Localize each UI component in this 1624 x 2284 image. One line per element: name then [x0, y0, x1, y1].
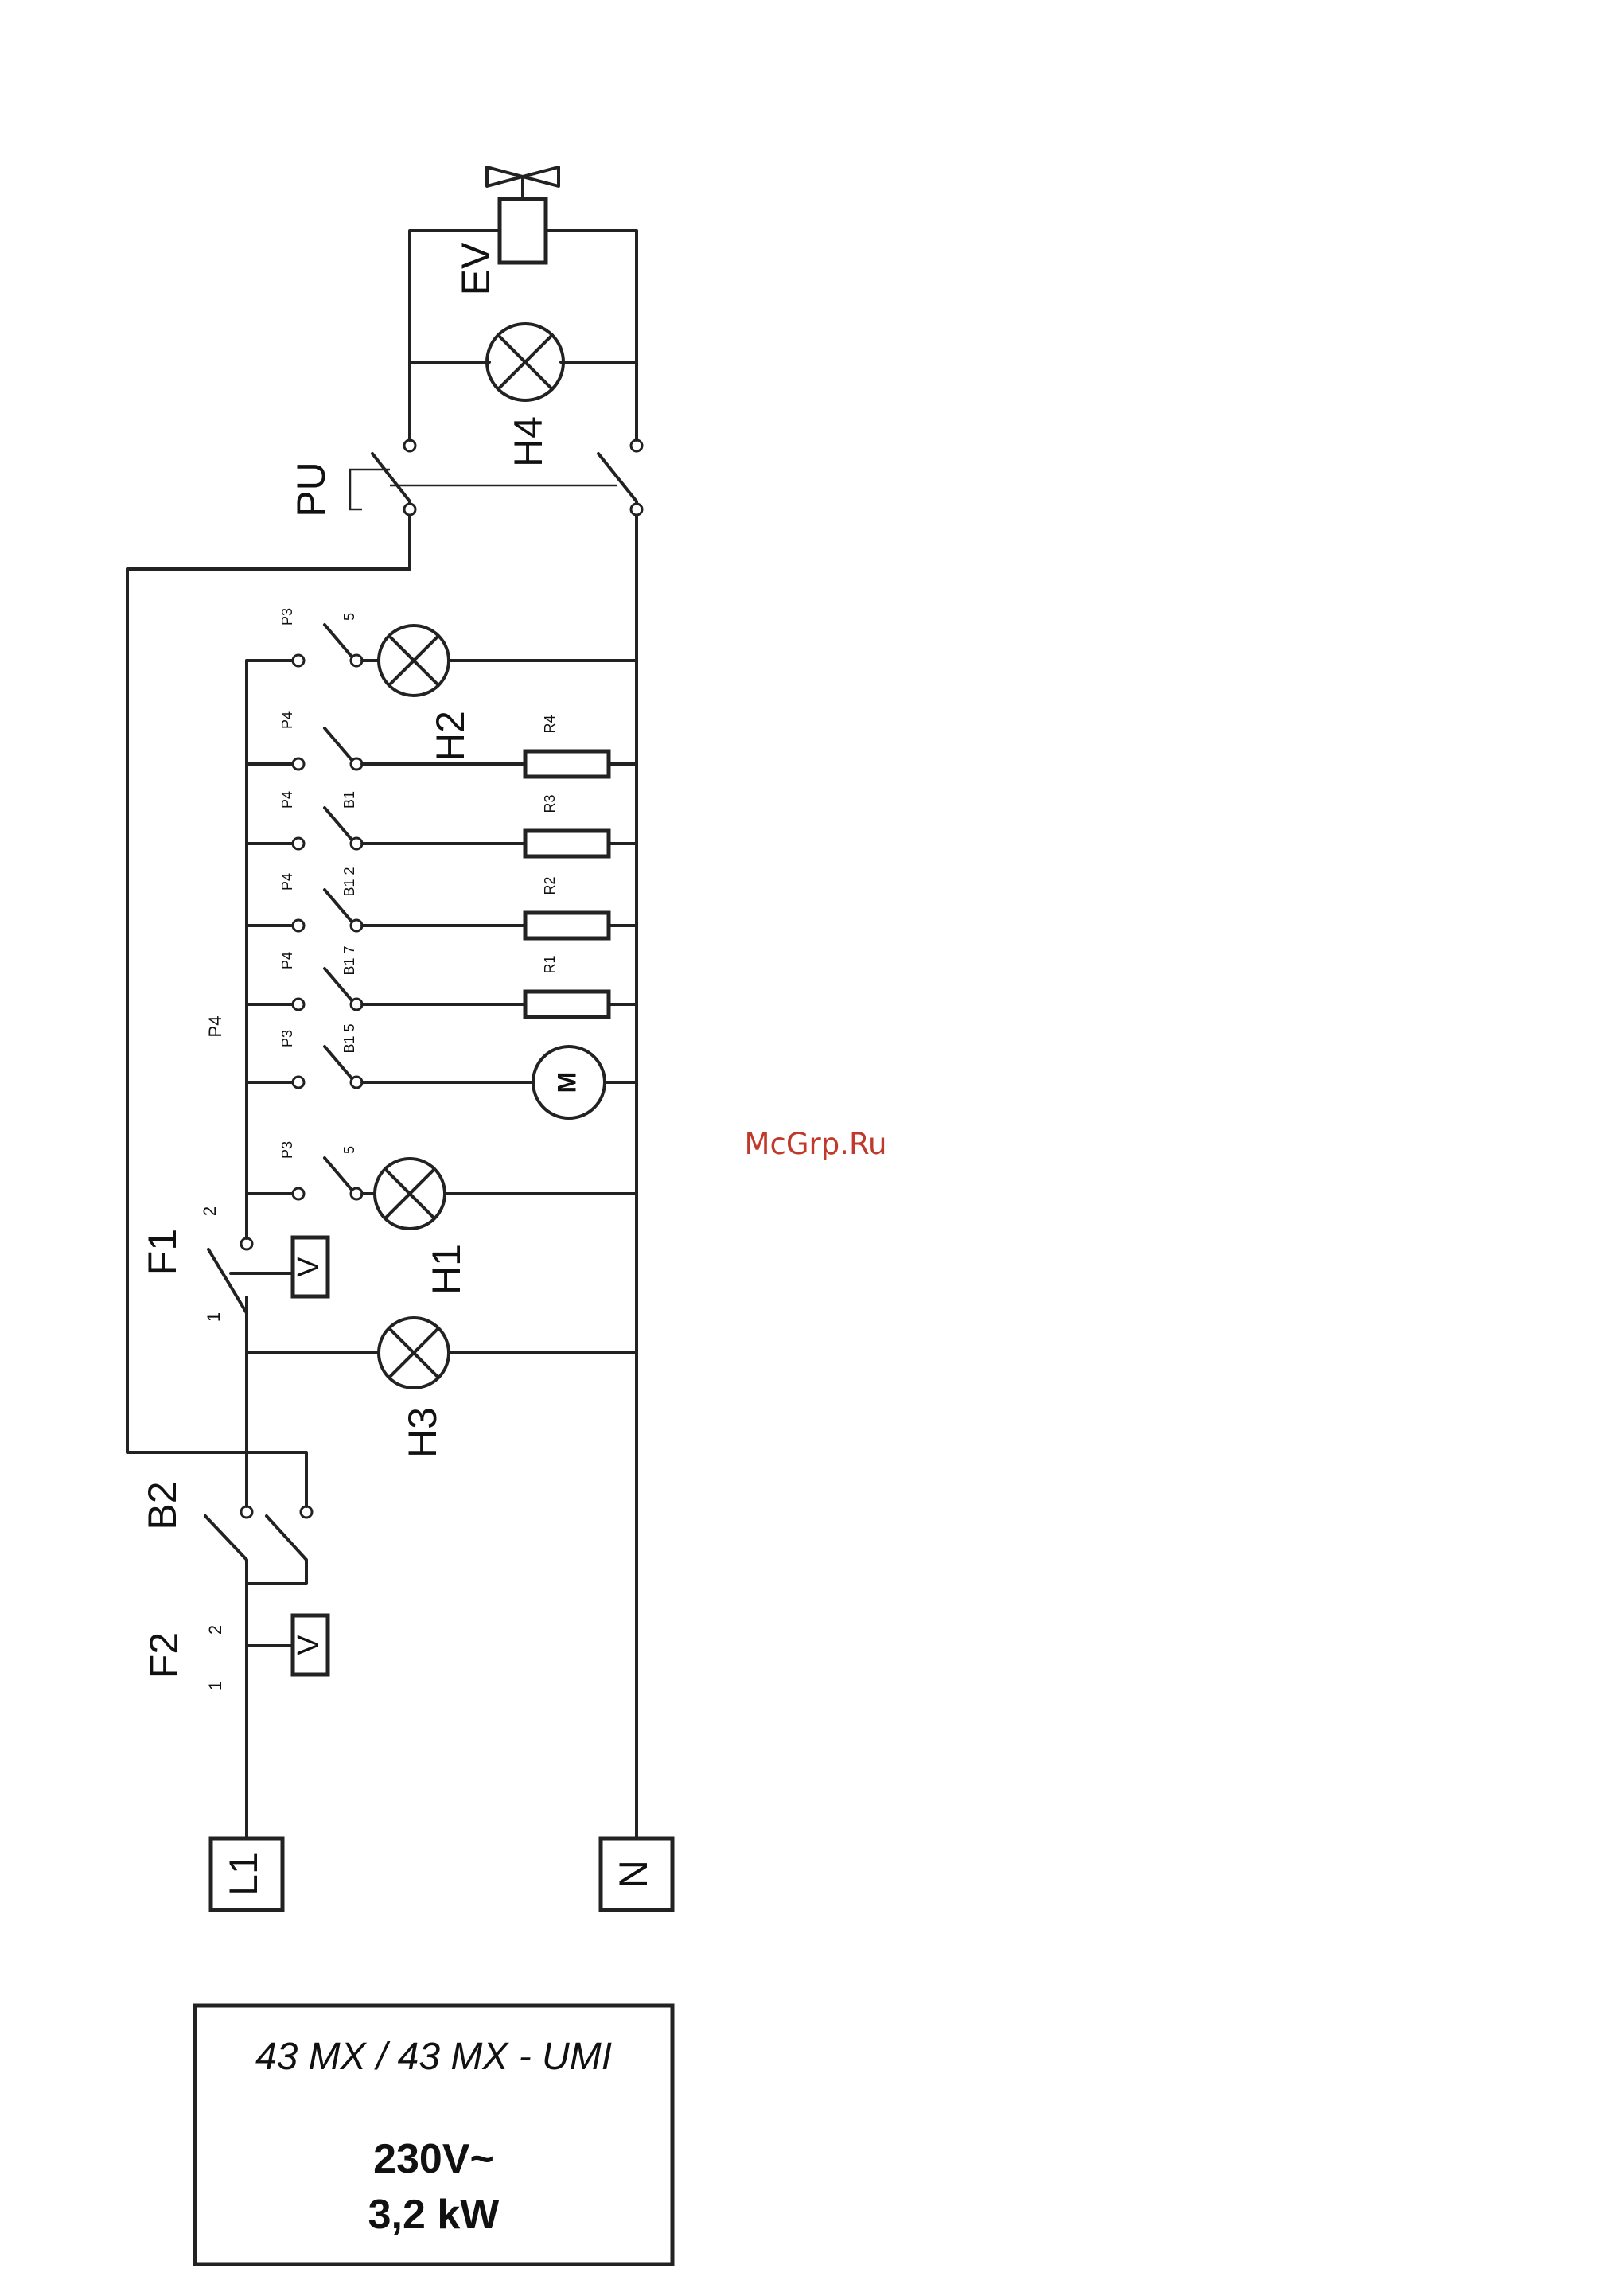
relay-contact-2	[325, 728, 352, 760]
h3-lamp-icon	[379, 1318, 449, 1388]
r3-resistor-icon	[525, 831, 609, 856]
contact-terminal	[293, 758, 304, 770]
ev-label: EV	[454, 242, 498, 295]
f1-terminal	[241, 1238, 252, 1249]
b2-pole2	[247, 1516, 306, 1584]
h4-label: H4	[506, 416, 551, 467]
pu-terminal	[631, 504, 642, 515]
f2-coil-label: V	[292, 1635, 325, 1655]
relay-label: P4	[279, 791, 295, 809]
contact-terminal	[351, 655, 362, 666]
pu-label: PU	[289, 462, 333, 516]
contact-terminal	[351, 838, 362, 849]
r4-resistor-icon	[525, 751, 609, 777]
contact-terminal	[293, 920, 304, 931]
relay-label: P3	[279, 1030, 295, 1047]
h2-label: H2	[428, 711, 473, 762]
contact-label: B1 7	[341, 945, 357, 975]
relay-label: P3	[279, 1141, 295, 1159]
f2-pin2: 2	[205, 1625, 225, 1635]
pu-terminal	[631, 440, 642, 451]
contact-label: 5	[341, 1146, 357, 1154]
f2-pin1: 1	[205, 1681, 225, 1690]
contact-terminal	[293, 1077, 304, 1088]
f1-pin2: 2	[200, 1206, 220, 1216]
contact-terminal	[351, 999, 362, 1010]
resistor-label: R1	[542, 955, 558, 973]
resistor-label: R3	[542, 794, 558, 813]
motor-label: M	[552, 1072, 581, 1093]
f1-label: F1	[140, 1229, 185, 1275]
b2-terminal	[301, 1506, 312, 1518]
contact-label: 5	[341, 613, 357, 621]
relay-label: P4	[279, 873, 295, 891]
contact-label: B1	[341, 791, 357, 809]
contact-terminal	[351, 758, 362, 770]
f1-pin1: 1	[204, 1312, 224, 1322]
relay-contact-7	[325, 1158, 352, 1190]
relay-label: P4	[279, 711, 295, 729]
r1-resistor-icon	[525, 992, 609, 1017]
pu-contact-2	[598, 454, 637, 509]
pu-contact-1	[372, 454, 410, 509]
p4-side-label: P4	[205, 1016, 225, 1038]
h4-lamp-icon	[487, 324, 563, 400]
f1-switch	[208, 1249, 247, 1313]
voltage-rating: 230V~	[373, 2136, 494, 2182]
contact-terminal	[293, 655, 304, 666]
pu-terminal	[404, 504, 415, 515]
pu-supply-wire	[127, 509, 410, 1506]
contact-terminal	[293, 1188, 304, 1199]
ev-coil-box	[500, 199, 546, 263]
f1-coil-label: V	[292, 1257, 325, 1277]
relay-label: P3	[279, 608, 295, 626]
r2-resistor-icon	[525, 913, 609, 938]
contact-label: B1 5	[341, 1023, 357, 1053]
contact-terminal	[293, 838, 304, 849]
contact-terminal	[293, 999, 304, 1010]
power-rating: 3,2 kW	[368, 2192, 500, 2238]
watermark: McGrp.Ru	[745, 1127, 887, 1161]
contact-label: B1 2	[341, 867, 357, 896]
l1-label: L1	[221, 1852, 266, 1896]
pu-terminal	[404, 440, 415, 451]
contact-terminal	[351, 920, 362, 931]
pu-actuator	[350, 470, 390, 509]
relay-contact-3	[325, 808, 352, 840]
relay-label: P4	[279, 952, 295, 969]
relay-contact-1	[325, 625, 352, 657]
contact-terminal	[351, 1077, 362, 1088]
n-label: N	[611, 1860, 656, 1888]
b2-label: B2	[140, 1481, 185, 1530]
resistor-label: R4	[542, 715, 558, 733]
contact-terminal	[351, 1188, 362, 1199]
h3-label: H3	[400, 1407, 445, 1458]
h1-label: H1	[424, 1244, 469, 1295]
b2-pole1	[205, 1516, 247, 1584]
f2-label: F2	[142, 1632, 186, 1678]
b2-terminal	[241, 1506, 252, 1518]
model-name: 43 MX / 43 MX - UMI	[255, 2036, 612, 2078]
resistor-label: R2	[542, 876, 558, 895]
